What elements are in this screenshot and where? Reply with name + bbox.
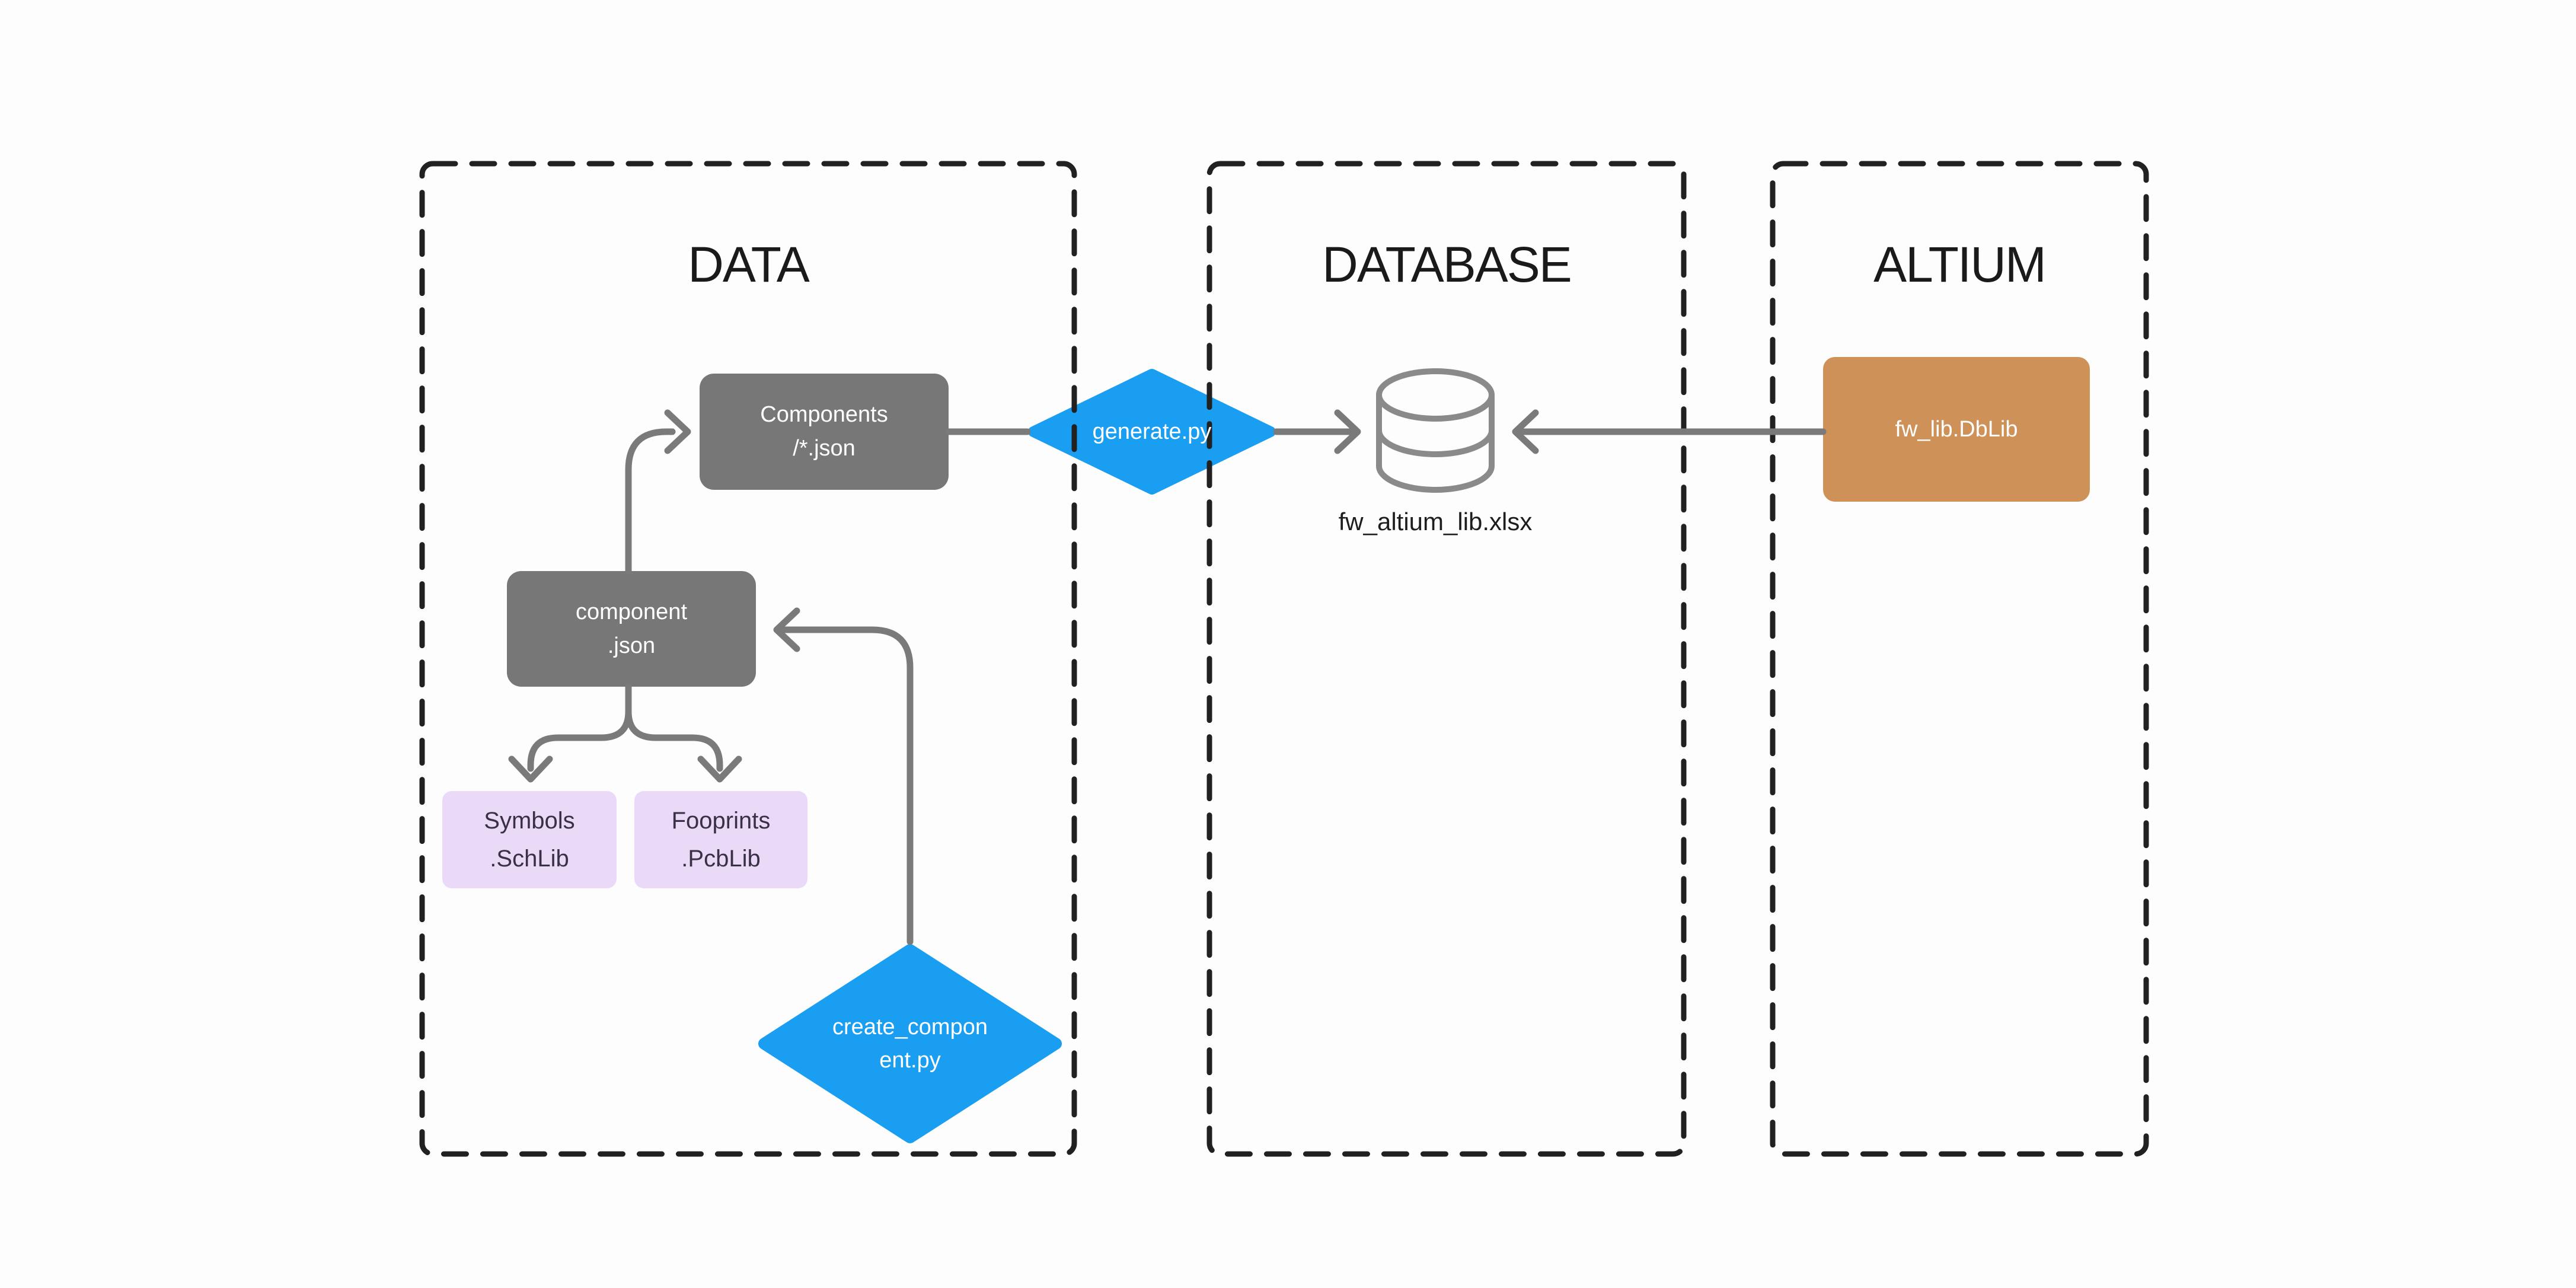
node-fooprints-pcblib-label: Fooprints .PcbLib xyxy=(672,802,771,878)
node-components-json-label: Components /*.json xyxy=(760,398,888,466)
arrowhead-right-icon xyxy=(664,409,691,454)
node-generate-py-line1: generate.py xyxy=(1092,419,1212,444)
section-border-altium xyxy=(1770,161,2149,1157)
database-cylinder-icon xyxy=(1376,368,1495,493)
database-file-label: fw_altium_lib.xlsx xyxy=(1338,508,1533,535)
arrow-componentjson-to-libs xyxy=(508,683,742,783)
node-symbols-schlib-label: Symbols .SchLib xyxy=(484,802,574,878)
node-fw-lib-dblib-label: fw_lib.DbLib xyxy=(1895,417,2018,442)
section-title-data: DATA xyxy=(688,236,810,292)
arrow-generate-to-database xyxy=(1273,409,1361,454)
arrowhead-right-icon xyxy=(1334,409,1361,454)
node-components-json-line1: Components xyxy=(760,402,888,427)
section-border-database xyxy=(1206,161,1687,1157)
node-component-json-line1: component xyxy=(575,599,687,624)
node-components-json: Components /*.json xyxy=(700,374,949,490)
node-generate-py: generate.py xyxy=(1026,367,1278,496)
arrowhead-down-icon xyxy=(508,755,553,783)
node-fw-lib-dblib: fw_lib.DbLib xyxy=(1823,357,2090,502)
node-symbols-schlib: Symbols .SchLib xyxy=(442,791,617,888)
node-component-json: component .json xyxy=(507,571,756,687)
node-generate-py-label: generate.py xyxy=(1026,367,1278,496)
arrowhead-down-icon xyxy=(697,755,742,783)
section-title-database: DATABASE xyxy=(1322,236,1572,292)
node-create-component-py-line1: create_compon xyxy=(832,1015,988,1040)
node-components-json-line2: /*.json xyxy=(793,436,856,461)
node-symbols-schlib-line2: .SchLib xyxy=(490,846,569,872)
arrow-dblib-to-database xyxy=(1512,409,1827,454)
node-symbols-schlib-line1: Symbols xyxy=(484,808,575,834)
node-create-component-py-label: create_compon ent.py xyxy=(756,942,1064,1146)
arrowhead-left-icon xyxy=(1512,409,1539,454)
node-fooprints-pcblib-line1: Fooprints xyxy=(671,808,771,834)
node-fw-lib-dblib-line1: fw_lib.DbLib xyxy=(1895,416,2018,442)
section-title-altium: ALTIUM xyxy=(1873,236,2047,292)
node-component-json-line2: .json xyxy=(607,633,656,658)
node-create-component-py: create_compon ent.py xyxy=(756,942,1064,1146)
node-fooprints-pcblib-line2: .PcbLib xyxy=(681,846,761,872)
arrow-componentjson-to-components xyxy=(625,409,691,575)
arrowhead-left-icon xyxy=(773,607,800,652)
node-create-component-py-line2: ent.py xyxy=(879,1048,941,1073)
arrow-createcomponent-to-componentjson xyxy=(773,607,914,945)
node-fooprints-pcblib: Fooprints .PcbLib xyxy=(634,791,807,888)
node-component-json-label: component .json xyxy=(576,595,687,663)
